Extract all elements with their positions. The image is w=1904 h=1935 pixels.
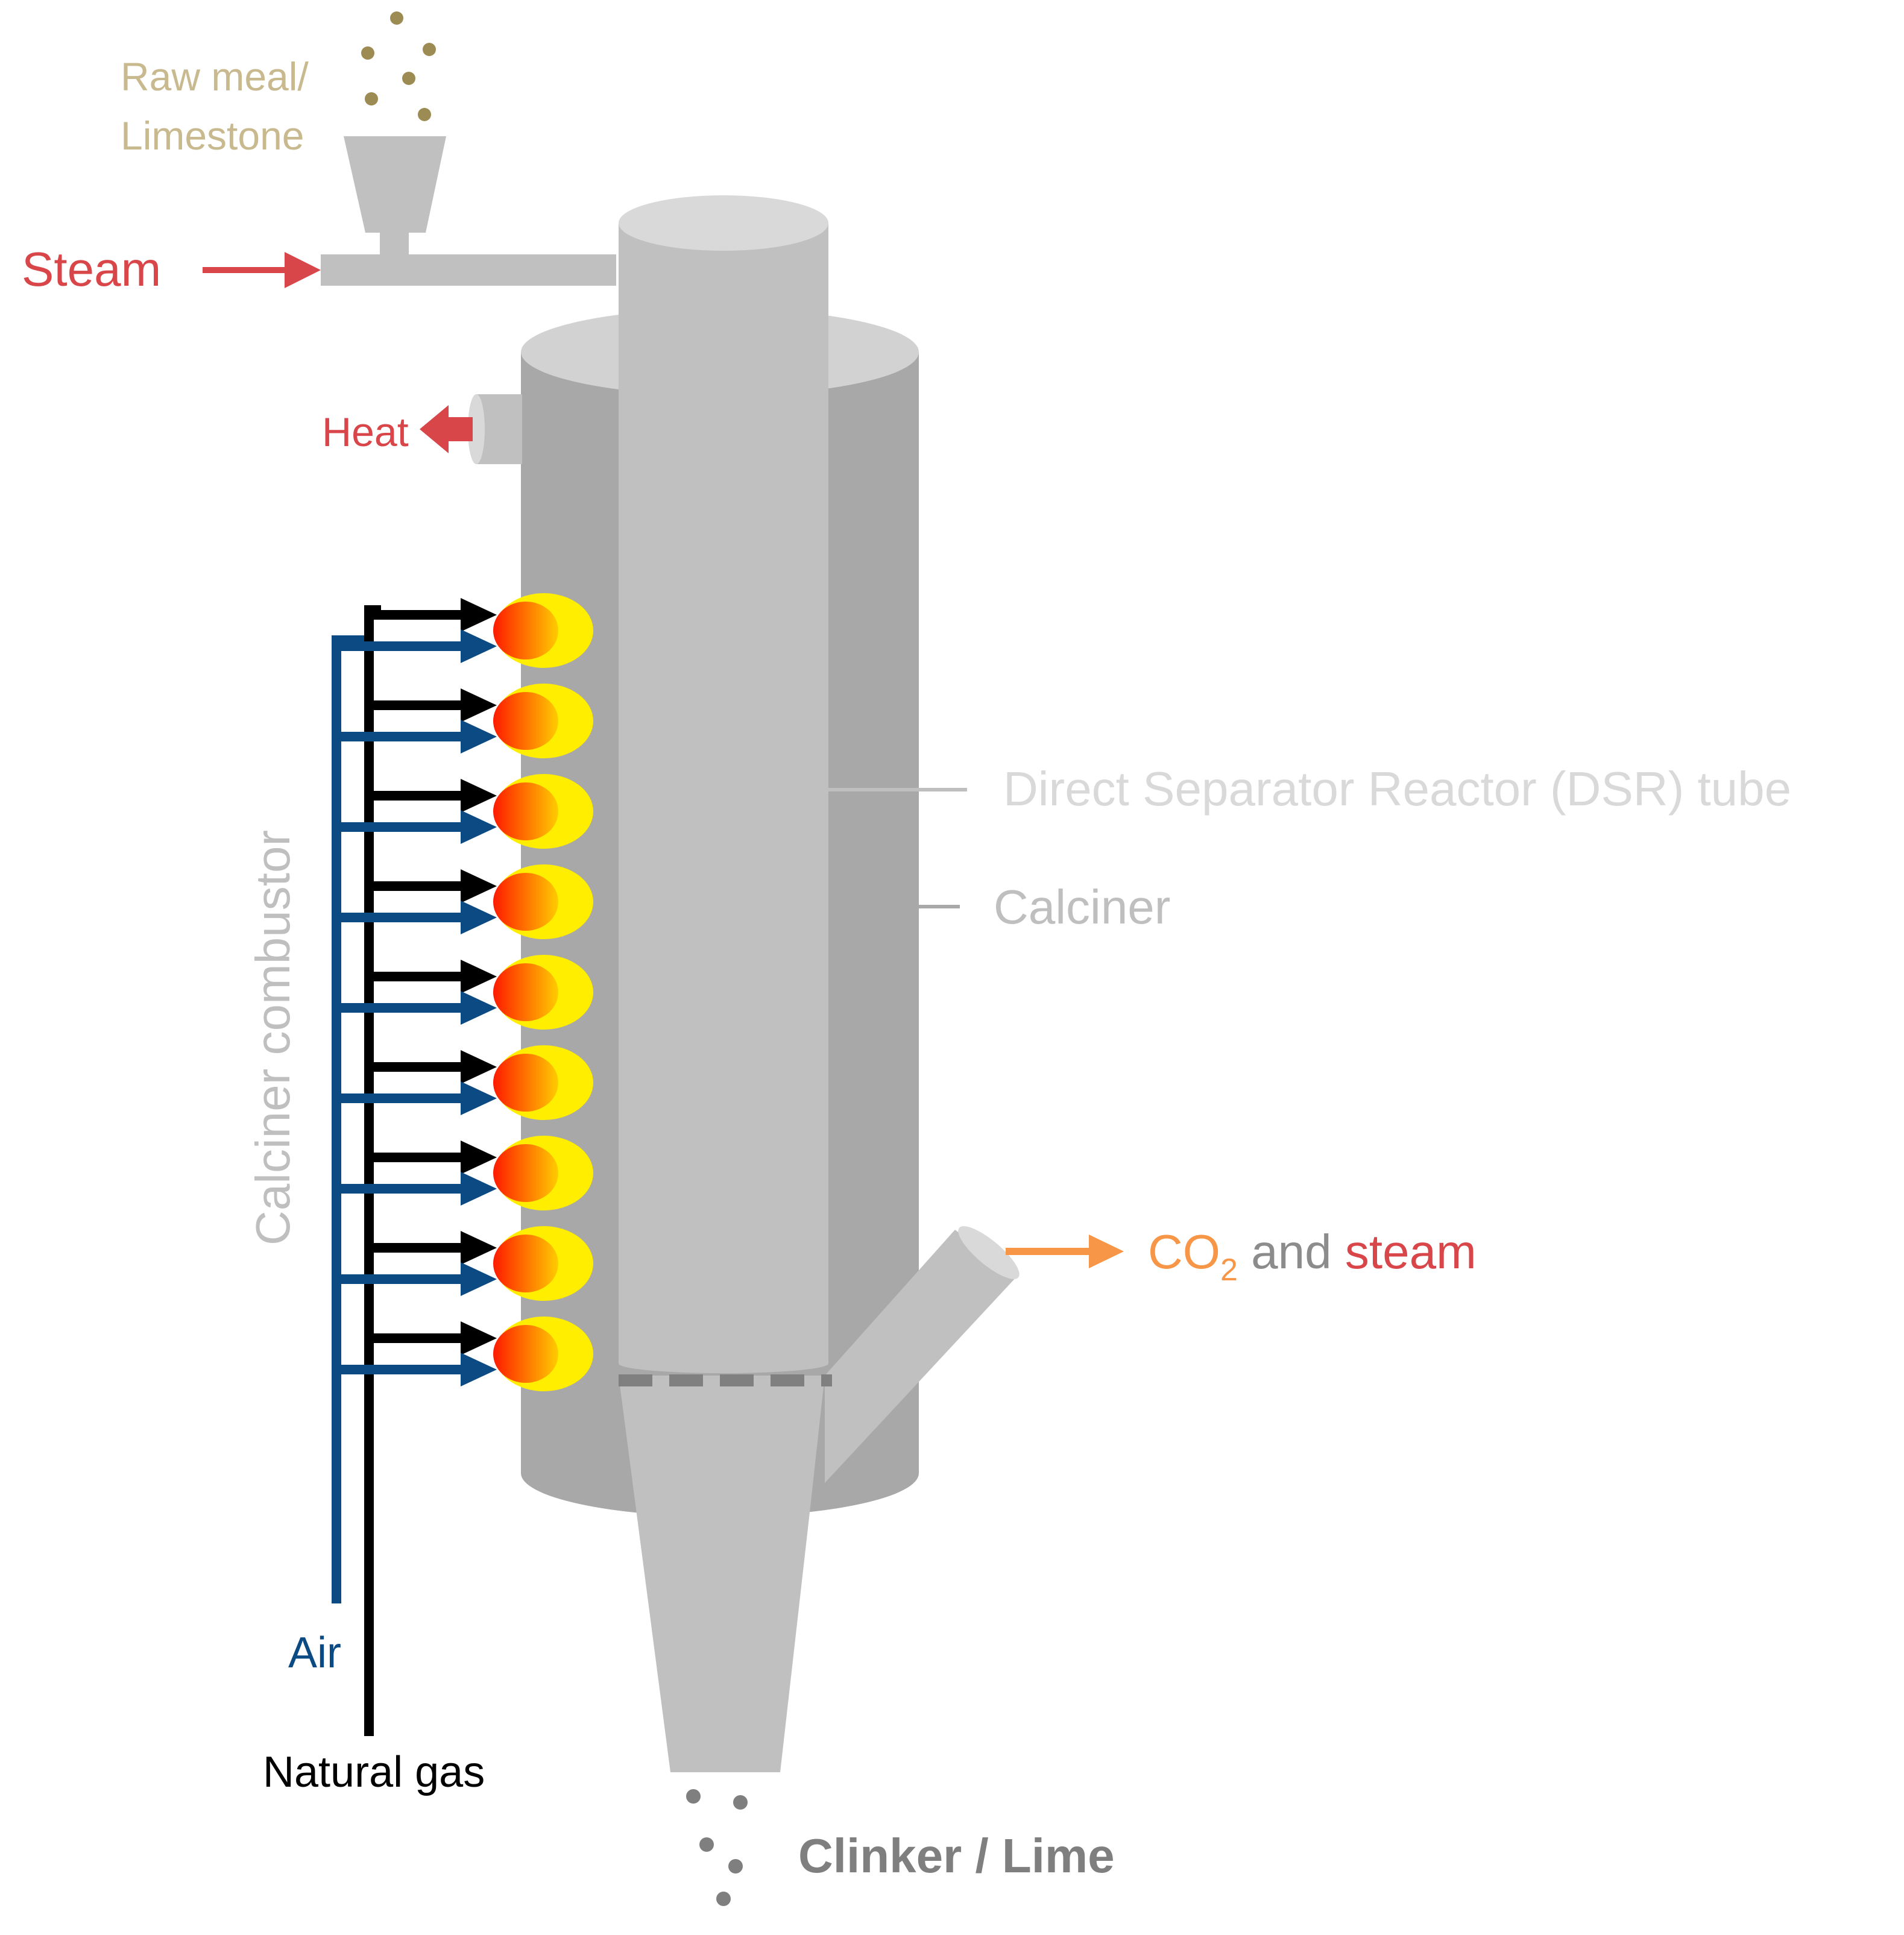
burner-flame-core	[493, 963, 558, 1021]
air-arrowhead	[461, 991, 497, 1025]
air-arrowhead	[461, 629, 497, 663]
co2-outlet-pipe	[825, 1230, 1018, 1483]
raw-meal-label-line2: Limestone	[121, 113, 304, 158]
burner-flame-core	[493, 1054, 558, 1112]
air-arrowhead	[461, 720, 497, 754]
co2-subscript: 2	[1220, 1253, 1238, 1288]
dsr-tube	[619, 195, 828, 1373]
heat-arrow	[420, 405, 473, 453]
clinker-particles	[686, 1789, 748, 1906]
natural-gas-label: Natural gas	[263, 1748, 485, 1796]
air-arrowhead	[461, 1262, 497, 1296]
burner-array	[332, 593, 593, 1736]
natural-gas-arrowhead	[461, 1050, 497, 1084]
natural-gas-arrowhead	[461, 960, 497, 993]
raw-meal-particles	[361, 11, 436, 121]
co2-outlet-pipe-mouth	[958, 1226, 1020, 1279]
air-arrowhead	[461, 1353, 497, 1386]
natural-gas-arrowhead	[461, 869, 497, 903]
burner-flame-core	[493, 602, 558, 659]
co2-steam-label: CO2 and steam	[1148, 1225, 1477, 1288]
natural-gas-arrowhead	[461, 779, 497, 813]
and-label: and	[1238, 1225, 1345, 1279]
air-arrowhead	[461, 901, 497, 934]
combustor-label: Calciner combustor	[246, 830, 300, 1245]
natural-gas-arrowhead	[461, 688, 497, 722]
burner-flame-core	[493, 692, 558, 750]
natural-gas-arrowhead	[461, 1141, 497, 1174]
natural-gas-arrowhead	[461, 1321, 497, 1355]
steam-feed-line	[321, 254, 616, 286]
raw-meal-label-line1: Raw meal/	[121, 54, 309, 99]
heat-outlet-pipe	[468, 394, 522, 464]
air-label: Air	[288, 1629, 341, 1677]
calciner-label: Calciner	[994, 880, 1170, 934]
steam-inlet-label: Steam	[22, 242, 161, 296]
natural-gas-supply-line	[364, 605, 381, 1736]
natural-gas-arrowhead	[461, 1231, 497, 1265]
burner-flame-core	[493, 1235, 558, 1292]
air-arrowhead	[461, 1172, 497, 1206]
natural-gas-arrowhead	[461, 598, 497, 632]
burner-flame-core	[493, 1144, 558, 1202]
product-label: Clinker / Lime	[798, 1829, 1115, 1883]
feed-hopper	[344, 136, 446, 259]
burner-flame-core	[493, 873, 558, 931]
co2-label: CO	[1148, 1225, 1220, 1279]
burner-flame-core	[493, 1325, 558, 1383]
steam-outlet-label: steam	[1345, 1225, 1477, 1279]
air-arrowhead	[461, 1081, 497, 1115]
heat-label: Heat	[322, 409, 409, 455]
steam-inlet-arrow	[203, 252, 321, 288]
burner-flame-core	[493, 782, 558, 840]
air-arrowhead	[461, 810, 497, 844]
dsr-tube-label: Direct Separator Reactor (DSR) tube	[1003, 762, 1791, 816]
separator-cone	[619, 1376, 825, 1772]
co2-outlet-arrow	[1006, 1235, 1124, 1268]
